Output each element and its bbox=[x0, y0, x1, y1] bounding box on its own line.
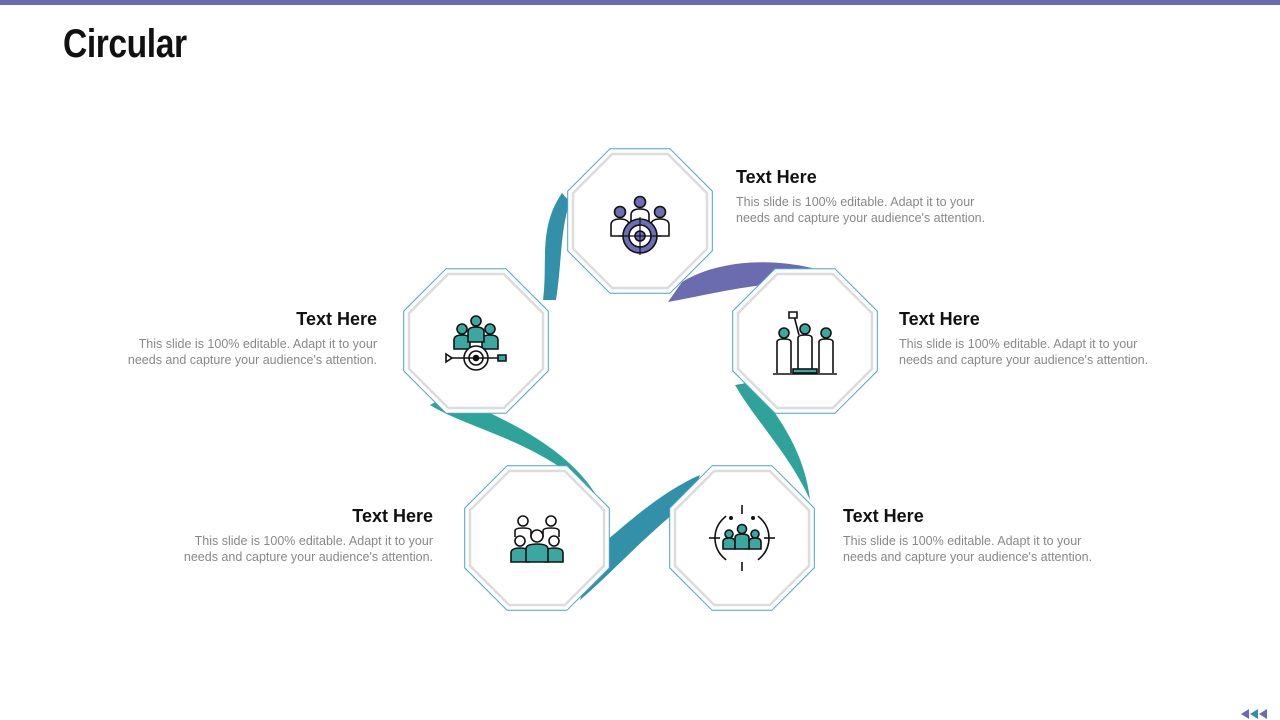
item-heading: Text Here bbox=[843, 506, 924, 526]
item-description: This slide is 100% editable. Adapt it to… bbox=[736, 195, 986, 225]
ribbon-top-to-left bbox=[543, 193, 570, 300]
item-description: This slide is 100% editable. Adapt it to… bbox=[183, 534, 433, 564]
slide-title: Circular bbox=[63, 22, 187, 66]
item-description: This slide is 100% editable. Adapt it to… bbox=[127, 337, 377, 367]
rewind-arrows-icon[interactable] bbox=[1241, 709, 1269, 719]
label-item-3: Text Here This slide is 100% editable. A… bbox=[843, 506, 1113, 565]
team-group-icon bbox=[510, 515, 564, 563]
label-item-4: Text Here This slide is 100% editable. A… bbox=[163, 506, 433, 565]
label-item-1: Text Here This slide is 100% editable. A… bbox=[736, 167, 1006, 226]
top-accent-bar bbox=[0, 0, 1280, 5]
ribbon-bottom-right-to-bottom-left bbox=[580, 475, 700, 600]
item-heading: Text Here bbox=[296, 309, 377, 329]
label-item-2: Text Here This slide is 100% editable. A… bbox=[899, 309, 1169, 368]
item-description: This slide is 100% editable. Adapt it to… bbox=[899, 337, 1149, 367]
item-description: This slide is 100% editable. Adapt it to… bbox=[843, 534, 1093, 564]
item-heading: Text Here bbox=[899, 309, 980, 329]
team-arrow-target-icon bbox=[445, 315, 507, 371]
team-flag-icon bbox=[773, 311, 837, 375]
item-heading: Text Here bbox=[736, 167, 817, 187]
team-target-icon bbox=[610, 195, 670, 255]
item-heading: Text Here bbox=[352, 506, 433, 526]
label-item-5: Text Here This slide is 100% editable. A… bbox=[107, 309, 377, 368]
focus-group-icon bbox=[709, 505, 775, 571]
ribbon-right-to-bottom-right bbox=[735, 382, 810, 500]
ribbon-bottom-left-to-left bbox=[430, 395, 598, 498]
